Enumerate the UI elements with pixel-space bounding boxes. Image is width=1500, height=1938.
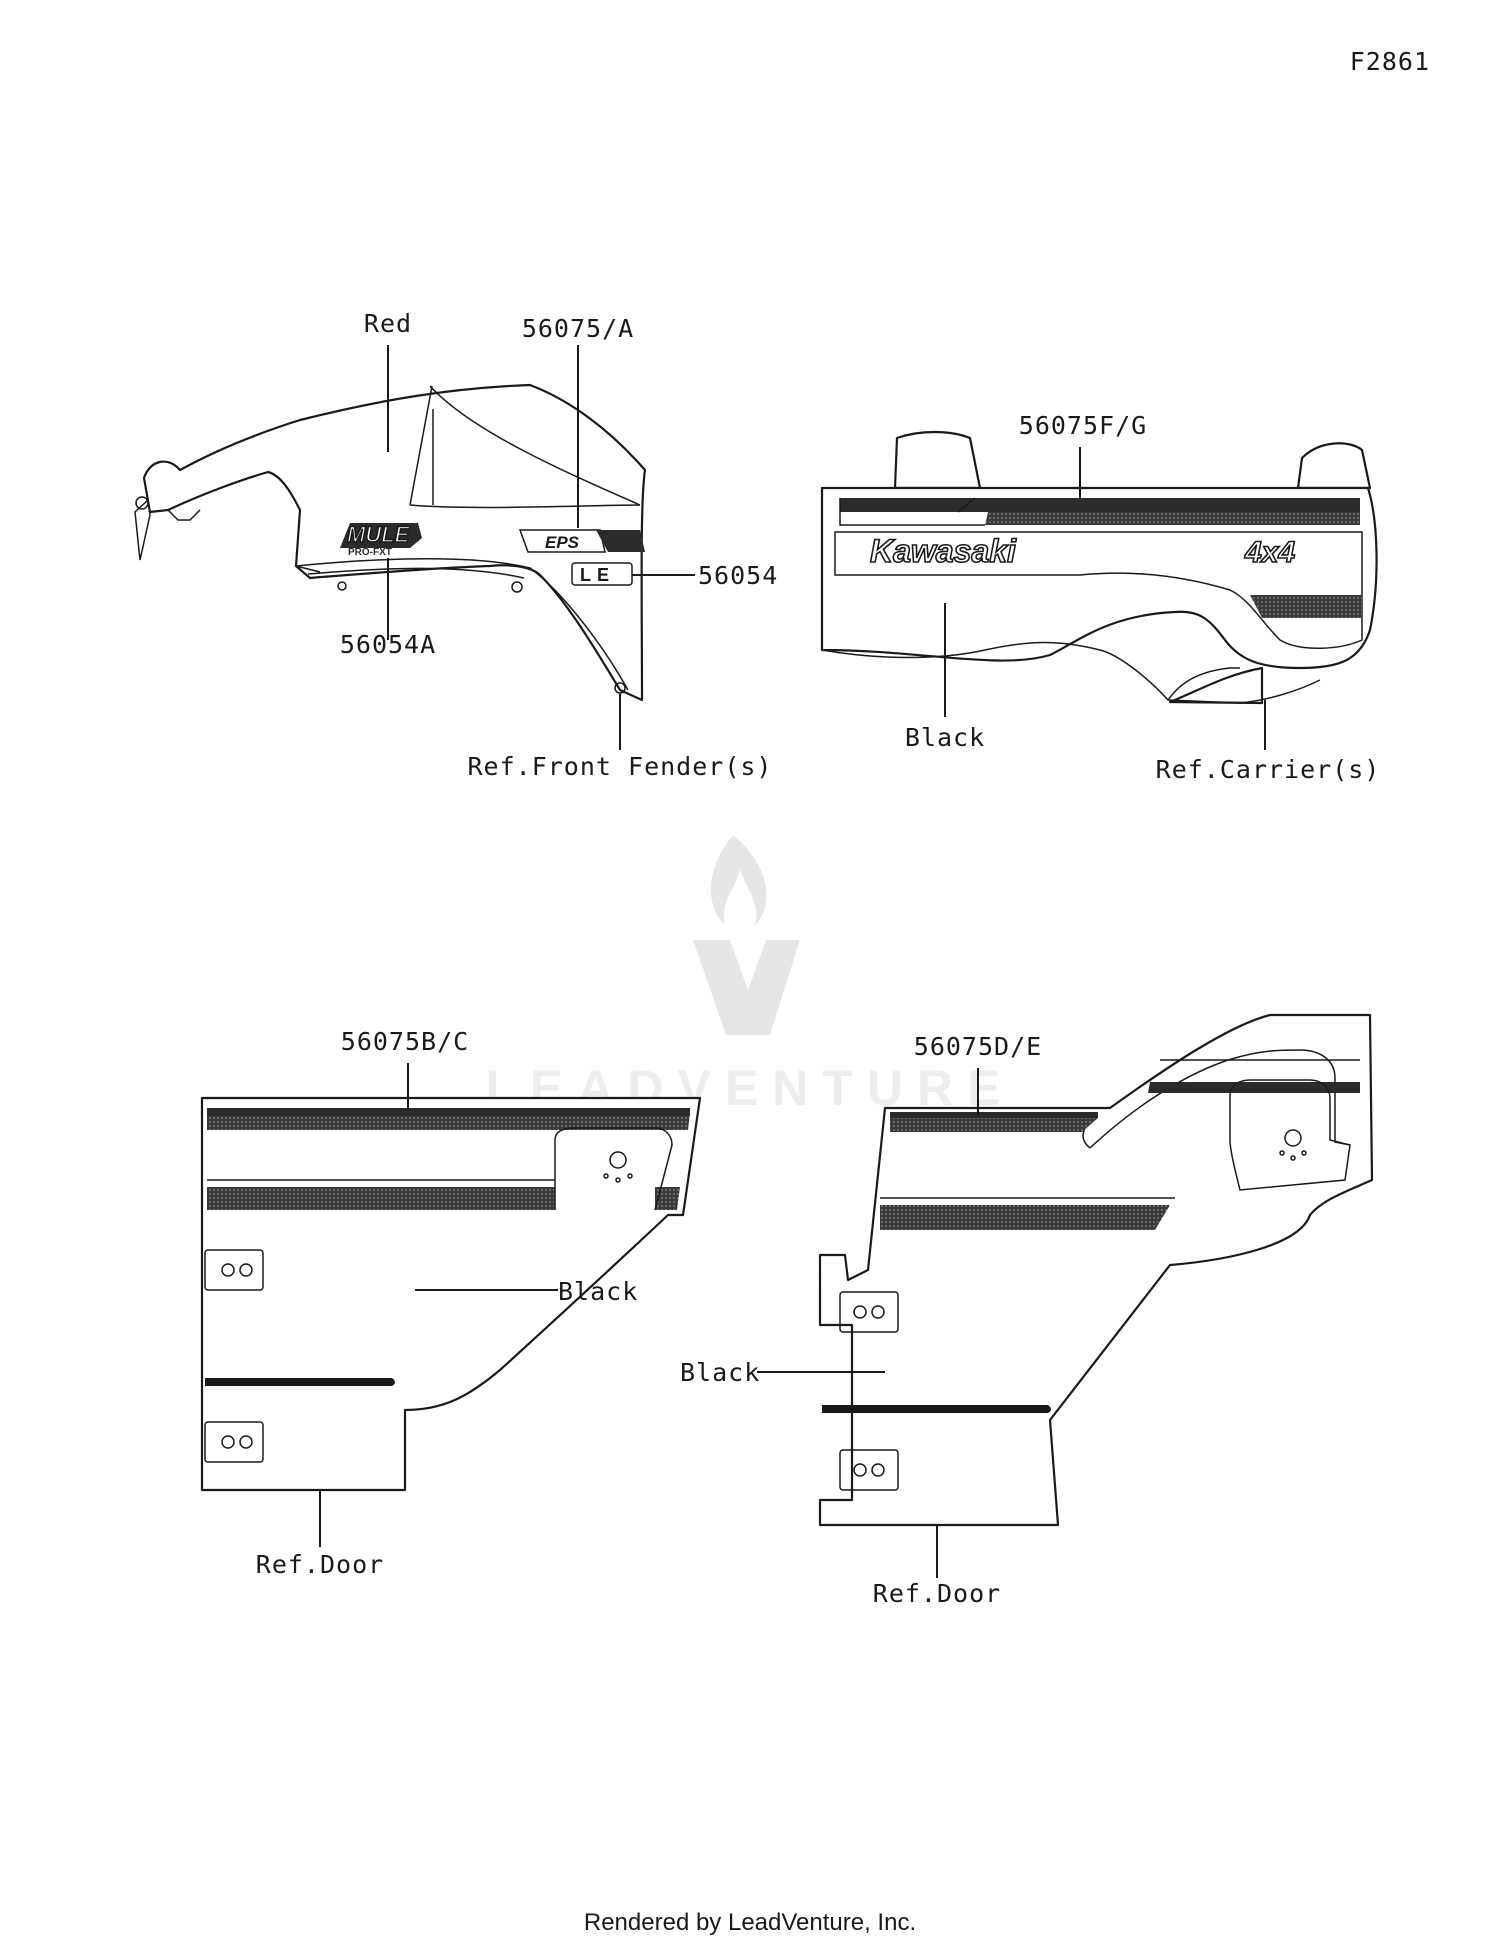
- left-door-illustration: [200, 1096, 702, 1492]
- eps-text: EPS: [545, 533, 580, 552]
- label-ref-door-right: Ref.Door: [873, 1579, 1001, 1608]
- mule-logo-text: MULE: [347, 522, 411, 547]
- label-56075-de: 56075D/E: [914, 1032, 1042, 1061]
- footer-credit: Rendered by LeadVenture, Inc.: [584, 1909, 916, 1936]
- mule-logo-decal: MULE PRO-FXT: [340, 521, 422, 558]
- eps-decal: EPS: [518, 529, 645, 553]
- label-56054: 56054: [698, 561, 778, 590]
- label-black-carrier: Black: [905, 723, 985, 752]
- label-red: Red: [364, 309, 412, 338]
- label-56075-bc: 56075B/C: [341, 1027, 469, 1056]
- label-56054a: 56054A: [340, 630, 436, 659]
- label-ref-front-fender: Ref.Front Fender(s): [468, 752, 773, 781]
- label-black-door-left: Black: [558, 1277, 638, 1306]
- figure-id: F2861: [1350, 47, 1430, 76]
- carrier-illustration: Kawasaki 4x4: [820, 430, 1378, 705]
- label-56075-a: 56075/A: [522, 314, 634, 343]
- right-door-illustration: [818, 1013, 1374, 1527]
- mule-sub-text: PRO-FXT: [348, 547, 392, 558]
- kawasaki-logo: Kawasaki: [870, 533, 1017, 569]
- front-fender-illustration: MULE PRO-FXT EPS LE: [134, 383, 647, 702]
- label-56075-fg: 56075F/G: [1019, 411, 1147, 440]
- label-black-door-right: Black: [680, 1358, 760, 1387]
- le-text: LE: [580, 565, 615, 585]
- label-ref-door-left: Ref.Door: [256, 1550, 384, 1579]
- four-by-four-logo: 4x4: [1244, 536, 1295, 569]
- label-ref-carrier: Ref.Carrier(s): [1156, 755, 1381, 784]
- leadventure-watermark: LEADVENTURE: [485, 835, 1001, 1116]
